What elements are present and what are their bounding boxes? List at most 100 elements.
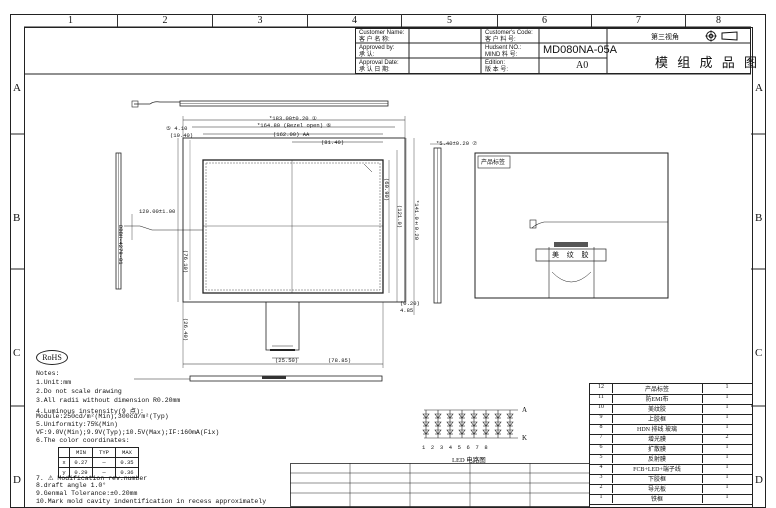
row-c-right: C <box>755 347 763 359</box>
revision-grid <box>290 463 590 507</box>
edition-value: A0 <box>576 60 589 71</box>
part-quantity: 1 <box>725 494 729 500</box>
led-circuit-diagram <box>422 409 518 439</box>
row-c-left: C <box>13 347 21 359</box>
front-view-drawing <box>115 116 415 368</box>
row-d-left: D <box>13 474 21 486</box>
part-number: 8 <box>590 424 613 433</box>
part-name: 导光板 <box>612 484 703 493</box>
led-number: 8 <box>484 444 494 451</box>
note-5-detail: VF:9.0V(Min);9.9V(Typ);10.5V(Max);IF:160… <box>36 429 220 436</box>
part-name: 铁框 <box>612 494 703 503</box>
led-number: 4 <box>448 444 458 451</box>
note-6: 6.The color coordinates: <box>36 437 130 444</box>
led-number: 5 <box>457 444 467 451</box>
part-number: 12 <box>590 384 613 393</box>
color-table-cell: 0.35 <box>115 457 139 468</box>
dim-left-offset: ⑤ 4.10 <box>166 125 188 132</box>
bottom-side-view <box>134 375 383 382</box>
approval-date-label: Approval Date:承 认 日 期: <box>359 60 399 73</box>
part-number: 11 <box>590 394 613 403</box>
note-4-detail: Module:250cd/m²(Min),300cd/m²(Typ) <box>36 413 169 420</box>
dim-bezel-width: *164.80 (Bezel open) ⑥ <box>257 122 332 129</box>
title-block-grid <box>355 28 751 74</box>
part-name: 增光膜 <box>612 434 703 443</box>
color-table-header: TYP <box>92 447 116 458</box>
part-quantity: 1 <box>725 484 729 490</box>
dim-v2: (121.0) <box>396 205 403 229</box>
dim-aa-width: (162.00) AA <box>273 131 310 138</box>
led-number: 1 <box>422 444 431 451</box>
color-table-corner <box>58 447 70 458</box>
row-a-left: A <box>13 82 21 94</box>
zone-7: 7 <box>592 14 686 27</box>
part-quantity: 1 <box>725 384 729 390</box>
part-number: 3 <box>590 474 613 483</box>
customer-code-label: Customer's Code:客 户 料 号: <box>485 30 533 43</box>
row-d-right: D <box>755 474 763 486</box>
part-name: 美纹胶 <box>612 404 703 413</box>
zone-2: 2 <box>118 14 213 27</box>
zone-5: 5 <box>402 14 498 27</box>
rohs-mark: RoHS <box>36 350 68 365</box>
part-quantity: 1 <box>725 454 729 460</box>
zone-3: 3 <box>213 14 308 27</box>
note-4: 4.Luminous instensity(9 点): <box>36 408 144 415</box>
led-number: 3 <box>439 444 449 451</box>
color-coordinate-table: MIN TYP MAX x 0.27 — 0.35 y 0.29 — 0.36 <box>58 447 139 478</box>
part-name: 上胶框 <box>612 414 703 423</box>
dim-lower-mid: (25.50) <box>275 357 299 364</box>
dim-v1: (60.90) <box>383 178 390 202</box>
row-b-left: B <box>13 212 21 224</box>
top-side-view <box>131 100 389 108</box>
part-quantity: 1 <box>725 444 729 450</box>
color-table-cell: — <box>92 457 116 468</box>
dim-v3: *141.0±0.20 <box>413 200 420 241</box>
led-numbers: 12345678 <box>422 444 493 451</box>
product-label-tag: 产品标签 <box>481 160 506 166</box>
part-number: 10 <box>590 404 613 413</box>
part-quantity: 1 <box>725 414 729 420</box>
customer-name-label: Customer Name:客 户 名 称: <box>359 30 405 43</box>
row-b-right: B <box>755 212 763 224</box>
tape-label: 美 纹 胶 <box>552 251 592 259</box>
part-quantity: 1 <box>725 474 729 480</box>
note-10: 10.Mark mold cavity indentification in r… <box>36 498 267 505</box>
part-name: 产品标签 <box>612 384 703 393</box>
part-number: 5 <box>590 454 613 463</box>
margin-ticks <box>10 26 766 407</box>
part-name: 防EMI布 <box>612 394 703 403</box>
led-number: 2 <box>430 444 440 451</box>
part-quantity: 1 <box>725 464 729 470</box>
zone-8: 8 <box>716 15 721 26</box>
dim-half-width: (81.40) <box>321 139 345 146</box>
part-name: 反射膜 <box>612 454 703 463</box>
part-name: FCB+LED+端子线 <box>612 464 703 473</box>
part-quantity: 1 <box>725 424 729 430</box>
model-no-label: Hudsent NO.:MIND 料 号: <box>485 45 522 58</box>
zone-4: 4 <box>308 14 402 27</box>
zone-number-bar: 1 2 3 4 5 6 7 8 <box>10 14 766 27</box>
zone-1: 1 <box>24 14 118 27</box>
dim-v4: 4.85 <box>400 307 414 314</box>
zone-6: 6 <box>498 14 592 27</box>
fpc-code: DBBH-4279-01 <box>117 225 124 265</box>
dim-v5: (0.20) <box>400 300 420 307</box>
color-table-cell: 0.36 <box>115 467 139 478</box>
color-table-header: MAX <box>115 447 139 458</box>
notes-heading: Notes: <box>36 370 60 377</box>
approved-by-label: Approved by:承 认: <box>359 45 395 58</box>
part-quantity: 1 <box>725 404 729 410</box>
back-view-drawing <box>474 152 669 299</box>
part-number: 2 <box>590 484 613 493</box>
led-number: 7 <box>475 444 485 451</box>
dim-fpc-length: 120.00±1.00 <box>139 208 176 215</box>
